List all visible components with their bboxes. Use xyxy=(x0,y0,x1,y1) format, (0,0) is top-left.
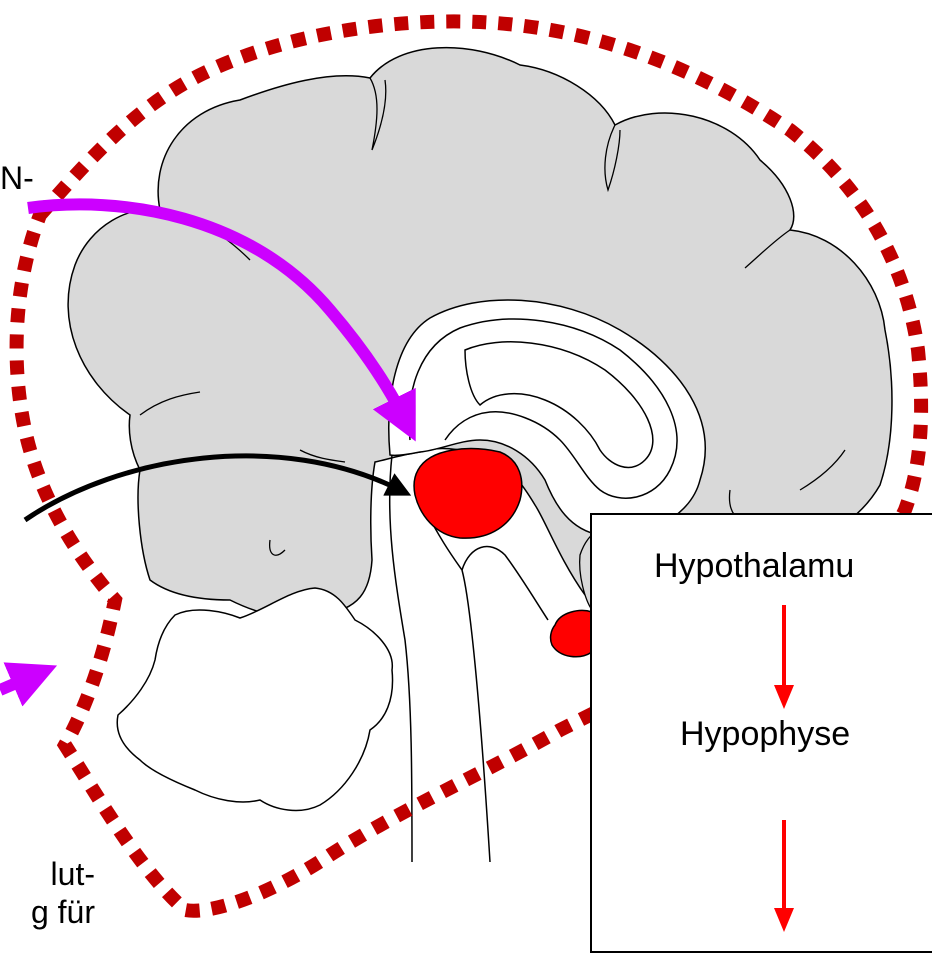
down-arrow-icon xyxy=(772,820,796,935)
flow-step-hypophyse: Hypophyse xyxy=(680,715,850,754)
pituitary xyxy=(551,611,592,657)
hypothalamus xyxy=(414,449,522,539)
label-fragment-bottom-2: g für xyxy=(0,894,95,930)
down-arrow-icon xyxy=(772,605,796,711)
cerebellum xyxy=(117,588,392,810)
label-fragment-bottom-1: lut- xyxy=(0,856,95,892)
magenta-arrow-small-icon xyxy=(0,675,35,690)
flow-step-hypothalamus: Hypothalamu xyxy=(654,547,854,586)
hormone-flow-panel: Hypothalamu Hypophyse xyxy=(590,513,932,953)
label-fragment-top: N- xyxy=(0,160,34,196)
